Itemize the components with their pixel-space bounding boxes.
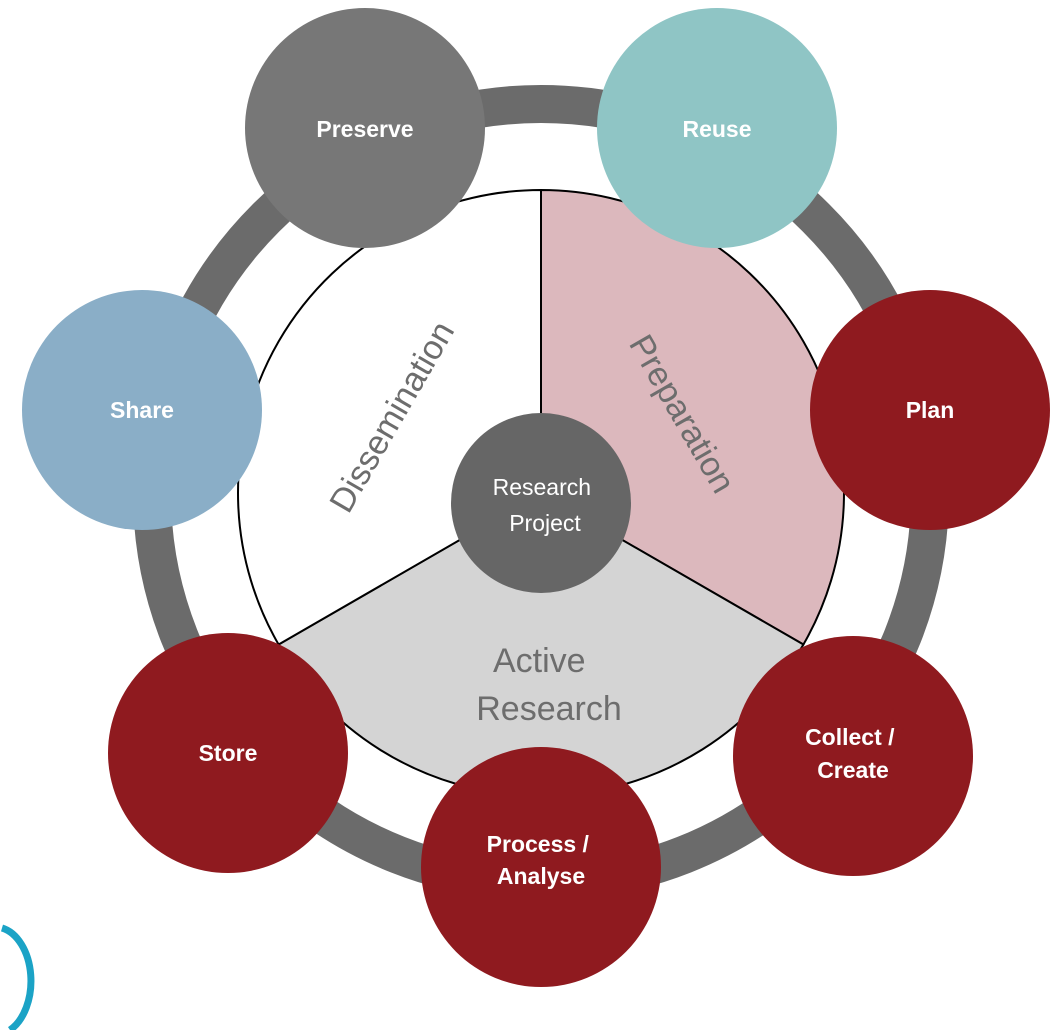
stage-share-label-line-1: Share (110, 397, 174, 423)
stage-process-analyse-label-line-1: Process / (487, 831, 590, 857)
stage-collect-create-circle (733, 636, 973, 876)
stage-preserve[interactable]: Preserve (245, 8, 485, 248)
stage-preserve-label: Preserve (316, 116, 413, 142)
research-project-hub (451, 413, 631, 593)
stage-share[interactable]: Share (22, 290, 262, 530)
stage-reuse-circle (597, 8, 837, 248)
stage-process-analyse-label: Process / Analyse (487, 831, 596, 889)
stage-store-label: Store (199, 740, 258, 766)
center-label-line-1: Research (493, 474, 591, 500)
stage-share-label: Share (110, 397, 174, 423)
stage-reuse-label-line-1: Reuse (682, 116, 751, 142)
stage-collect-create[interactable]: Collect / Create (733, 636, 973, 876)
center-label-line-2: Project (509, 510, 581, 536)
stage-process-analyse[interactable]: Process / Analyse (421, 747, 661, 987)
stage-share-circle (22, 290, 262, 530)
stage-plan[interactable]: Plan (810, 290, 1050, 530)
stage-preserve-circle (245, 8, 485, 248)
stage-plan-label: Plan (906, 397, 955, 423)
stage-plan-circle (810, 290, 1050, 530)
sector-label-active-line-1: Active (493, 642, 586, 680)
stage-store-label-line-1: Store (199, 740, 258, 766)
stage-collect-create-label: Collect / Create (805, 724, 901, 783)
stage-store[interactable]: Store (108, 633, 348, 873)
center-label: Research Project (493, 474, 598, 536)
stage-plan-label-line-1: Plan (906, 397, 955, 423)
stage-process-analyse-label-line-2: Analyse (497, 863, 585, 889)
stage-reuse[interactable]: Reuse (597, 8, 837, 248)
stage-collect-create-label-line-2: Create (817, 757, 889, 783)
logo-arc (0, 924, 35, 1030)
stage-store-circle (108, 633, 348, 873)
stage-collect-create-label-line-1: Collect / (805, 724, 895, 750)
sector-label-active-line-2: Research (476, 690, 622, 728)
sector-label-active-research: Active Research (476, 642, 622, 728)
stage-reuse-label: Reuse (682, 116, 751, 142)
stage-process-analyse-circle (421, 747, 661, 987)
stage-preserve-label-line-1: Preserve (316, 116, 413, 142)
